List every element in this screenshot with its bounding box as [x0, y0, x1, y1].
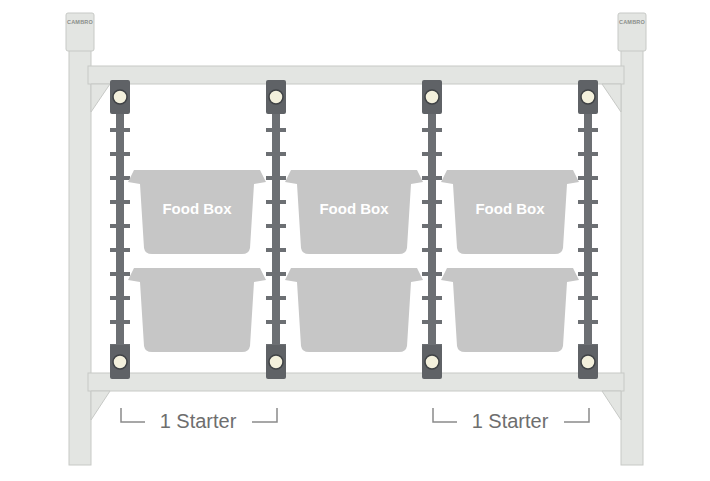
strip-bracket: [266, 345, 286, 379]
post-cap: [618, 13, 646, 51]
corner-brace: [91, 84, 110, 112]
rack-tooth: [110, 128, 130, 132]
rack-tooth: [266, 296, 286, 300]
starter-label: 1 Starter: [472, 410, 549, 433]
strip-bracket: [422, 345, 442, 379]
rack-tooth: [110, 248, 130, 252]
rack-tooth: [110, 200, 130, 204]
rack-tooth: [266, 320, 286, 324]
rack-tooth: [110, 272, 130, 276]
corner-brace: [91, 391, 110, 420]
rack-tooth: [422, 296, 442, 300]
rack-tooth: [110, 176, 130, 180]
rack-tooth: [110, 152, 130, 156]
left-post: [69, 40, 91, 465]
rack-tooth: [578, 224, 598, 228]
rack-tooth: [422, 200, 442, 204]
box-label: Food Box: [441, 170, 579, 217]
rack-strip: [116, 84, 124, 373]
box-label: Food Box: [128, 170, 266, 217]
rack-tooth: [266, 272, 286, 276]
food-box: [285, 268, 423, 352]
brand-mark: CAMBRO: [619, 19, 645, 25]
strip-bolt: [581, 355, 595, 369]
rack-tooth: [110, 296, 130, 300]
strip-bolt: [113, 355, 127, 369]
brand-mark: CAMBRO: [67, 19, 93, 25]
rack-tooth: [578, 320, 598, 324]
starter-bracket: [252, 408, 277, 422]
strip-bracket: [578, 345, 598, 379]
starter-bracket: [433, 408, 457, 422]
rack-strip: [272, 84, 280, 373]
bottom-rail: [88, 373, 624, 391]
starter-bracket: [564, 408, 589, 422]
rack-tooth: [266, 224, 286, 228]
rack-tooth: [422, 128, 442, 132]
corner-brace: [602, 84, 621, 112]
box-label: Food Box: [285, 170, 423, 217]
rack-tooth: [266, 200, 286, 204]
strip-bolt: [113, 90, 127, 104]
food-box: Food Box: [128, 170, 266, 254]
top-rail: [88, 66, 624, 84]
strip-bolt: [269, 355, 283, 369]
rack-strip: [428, 84, 436, 373]
rack-tooth: [266, 248, 286, 252]
post-cap: [66, 13, 94, 51]
strip-bracket: [422, 80, 442, 114]
corner-brace: [602, 391, 621, 420]
strip-bracket: [266, 80, 286, 114]
strip-bracket: [110, 345, 130, 379]
rack-tooth: [422, 320, 442, 324]
starter-bracket: [121, 408, 145, 422]
food-box: Food Box: [441, 170, 579, 254]
rack-tooth: [422, 248, 442, 252]
strip-bracket: [578, 80, 598, 114]
rack-tooth: [578, 200, 598, 204]
strip-bracket: [110, 80, 130, 114]
rack-tooth: [578, 152, 598, 156]
rack-tooth: [266, 128, 286, 132]
rack-tooth: [578, 296, 598, 300]
rack-tooth: [110, 320, 130, 324]
rack-tooth: [578, 176, 598, 180]
strip-bolt: [425, 90, 439, 104]
rack-tooth: [422, 272, 442, 276]
rack-tooth: [578, 128, 598, 132]
food-box: [441, 268, 579, 352]
rack-tooth: [578, 272, 598, 276]
strip-bolt: [581, 90, 595, 104]
rack-tooth: [422, 152, 442, 156]
right-post: [621, 40, 643, 465]
rack-tooth: [266, 152, 286, 156]
rack-strip: [584, 84, 592, 373]
food-box: Food Box: [285, 170, 423, 254]
food-box: [128, 268, 266, 352]
rack-tooth: [110, 224, 130, 228]
rack-tooth: [422, 176, 442, 180]
rack-tooth: [422, 224, 442, 228]
rack-tooth: [578, 248, 598, 252]
strip-bolt: [425, 355, 439, 369]
rack-tooth: [266, 176, 286, 180]
starter-label: 1 Starter: [160, 410, 237, 433]
strip-bolt: [269, 90, 283, 104]
